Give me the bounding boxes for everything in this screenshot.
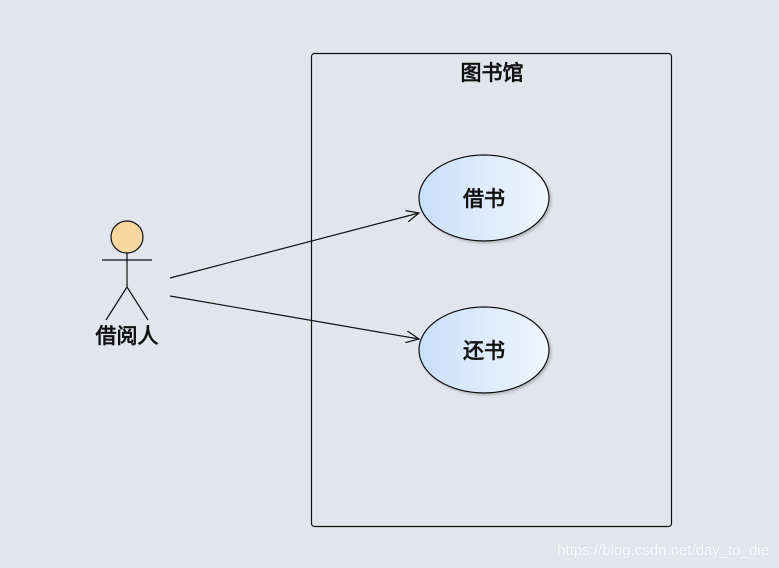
actor-borrower[interactable]: 借阅人 bbox=[95, 220, 159, 348]
watermark: https://blog.csdn.net/day_to_die bbox=[557, 542, 769, 559]
use-case-return-label: 还书 bbox=[462, 338, 505, 363]
use-case-borrow-label: 借书 bbox=[462, 186, 505, 211]
actor-left-leg bbox=[105, 286, 128, 321]
association-borrow[interactable] bbox=[169, 213, 419, 279]
actor-head bbox=[110, 220, 144, 254]
use-case-borrow[interactable]: 借书 bbox=[418, 154, 550, 242]
use-case-borrow-ellipse bbox=[418, 154, 550, 242]
use-case-return-ellipse bbox=[418, 306, 550, 394]
actor-right-leg bbox=[126, 286, 149, 321]
actor-label: 借阅人 bbox=[95, 323, 159, 348]
association-return[interactable] bbox=[169, 295, 419, 339]
use-case-return[interactable]: 还书 bbox=[418, 306, 550, 394]
system-title: 图书馆 bbox=[461, 60, 524, 85]
system-boundary[interactable]: 图书馆 bbox=[310, 52, 673, 528]
system-boundary-box bbox=[310, 52, 673, 528]
